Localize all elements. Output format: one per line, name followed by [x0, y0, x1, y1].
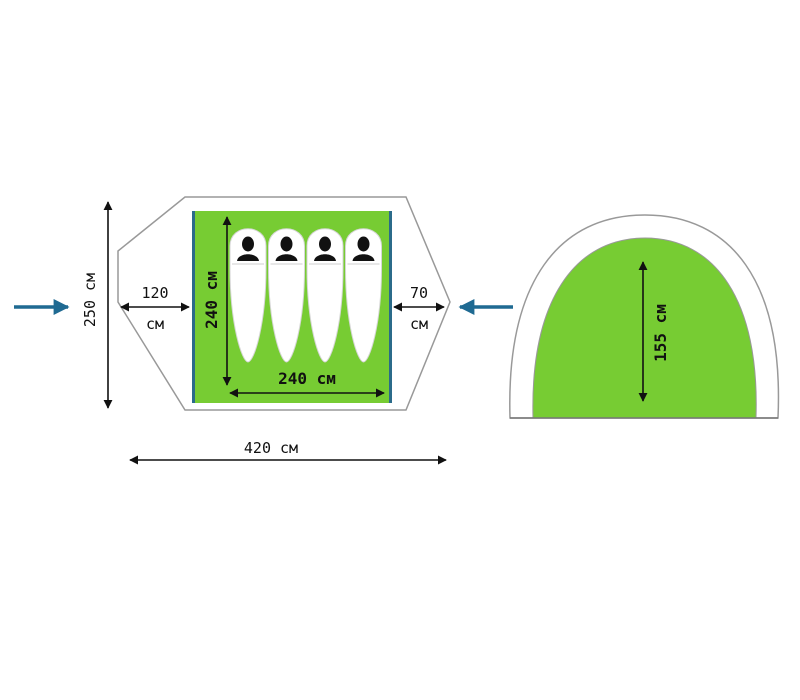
sleeping-bag-icon — [268, 228, 305, 363]
vestibule-left-value: 120 — [141, 284, 168, 302]
sleeping-bag-icon — [306, 228, 344, 363]
person-icon — [237, 236, 259, 261]
sleeping-bag-icon — [345, 228, 382, 363]
inner-width-label: 240 см — [278, 369, 336, 388]
sleeping-bag-icon — [229, 228, 267, 363]
depth-label: 250 см — [81, 273, 99, 327]
person-icon — [314, 236, 336, 261]
side-view: 155 см — [509, 214, 780, 419]
person-icon — [352, 236, 375, 261]
person-icon — [275, 236, 298, 261]
plan-view: 250 см 240 см 240 см 120 см 70 см 420 см — [14, 196, 513, 465]
vestibule-right-value: 70 — [410, 284, 428, 302]
height-label: 155 см — [651, 304, 670, 362]
vestibule-right-unit: см — [410, 315, 428, 333]
inner-length-label: 240 см — [202, 271, 221, 329]
sleeping-bags — [229, 228, 382, 363]
vestibule-left-unit: см — [146, 315, 164, 333]
width-label: 420 см — [244, 439, 298, 457]
